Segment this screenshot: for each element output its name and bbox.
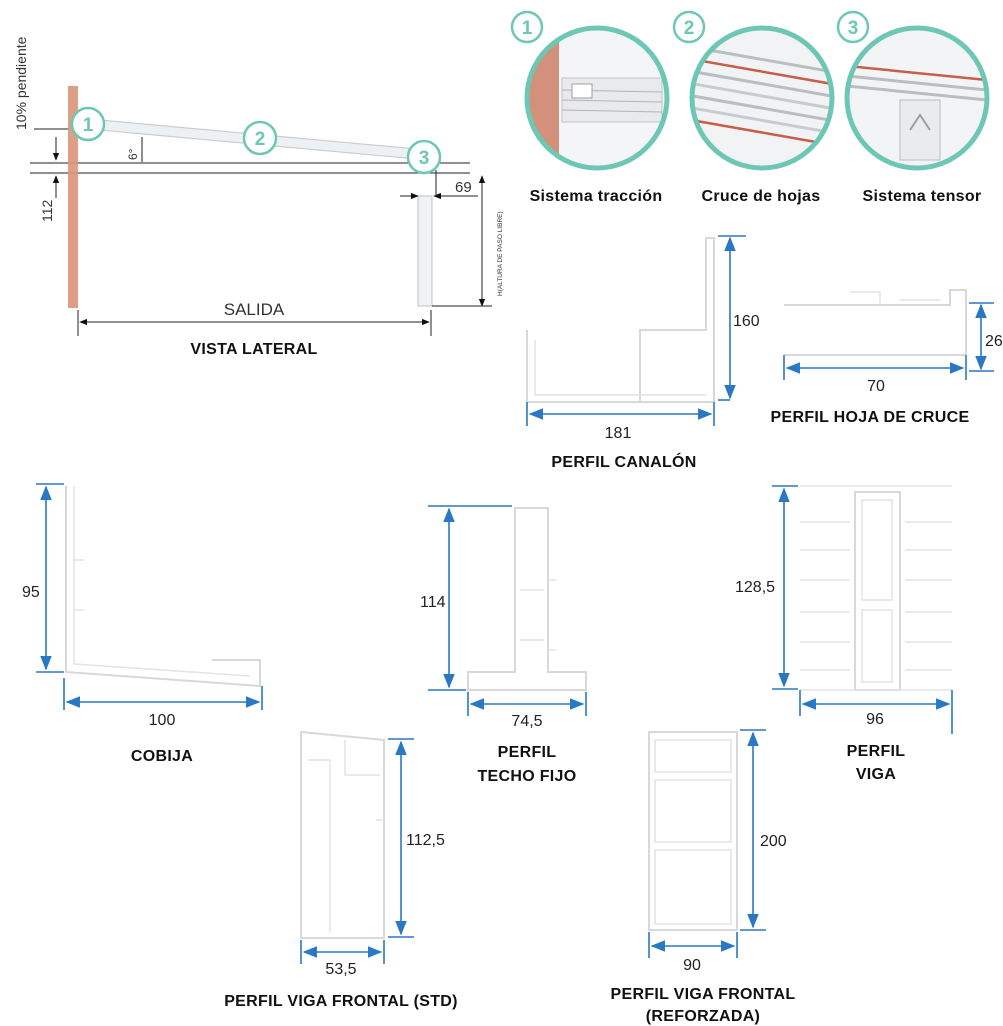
viga-frontal-ref-caption-2: (REFORZADA) (646, 1008, 760, 1025)
svg-text:1: 1 (83, 115, 94, 136)
slope-label: 10% pendiente (13, 36, 29, 130)
profile-hoja-cruce: 26 70 PERFIL HOJA DE CRUCE (771, 289, 1003, 426)
viga-caption-2: VIGA (856, 766, 896, 783)
profile-techo-fijo: 114 74,5 PERFIL TECHO FIJO (420, 505, 587, 785)
marker-2: 2 (242, 120, 278, 156)
clearance-label: H(ALTURA DE PASO LIBRE) (497, 211, 504, 296)
offset-label: 69 (455, 179, 472, 196)
profile-viga-frontal-ref: 200 90 PERFIL VIGA FRONTAL (REFORZADA) (611, 729, 796, 1025)
detail-photo-2 (689, 25, 835, 171)
viga-frontal-std-width: 53,5 (325, 961, 356, 978)
wall (68, 86, 78, 308)
projection-label: SALIDA (224, 300, 285, 319)
viga-frontal-std-height: 112,5 (406, 832, 445, 849)
detail-cruce: 2 Cruce de hojas (672, 10, 835, 205)
cobija-caption: COBIJA (131, 748, 193, 765)
canalon-width: 181 (605, 425, 632, 442)
viga-frontal-ref-height: 200 (760, 833, 787, 850)
hoja-cruce-height: 26 (985, 333, 1003, 350)
detail-photo-1 (524, 25, 670, 171)
profile-cobija: 95 100 COBIJA (22, 483, 263, 765)
profile-viga: 128,5 96 PERFIL VIGA (735, 485, 953, 783)
viga-width: 96 (866, 711, 884, 728)
profile-viga-frontal-std: 112,5 53,5 PERFIL VIGA FRONTAL (STD) (224, 730, 458, 1010)
marker-1: 1 (70, 106, 106, 142)
viga-height: 128,5 (735, 579, 775, 596)
canalon-caption: PERFIL CANALÓN (551, 452, 696, 471)
techo-fijo-width: 74,5 (511, 713, 542, 730)
hoja-cruce-width: 70 (867, 378, 885, 395)
viga-caption-1: PERFIL (847, 743, 906, 760)
detail-caption: Cruce de hojas (702, 188, 821, 205)
viga-frontal-ref-width: 90 (683, 957, 701, 974)
canalon-height: 160 (733, 313, 760, 330)
detail-caption: Sistema tracción (530, 188, 663, 205)
lateral-view: 10% pendiente 6° 112 69 H(ALTURA DE PASO… (13, 36, 504, 358)
detail-number: 2 (684, 18, 695, 39)
detail-photo-3 (844, 25, 990, 171)
profile-canalon: 160 181 PERFIL CANALÓN (526, 235, 760, 471)
techo-fijo-caption-2: TECHO FIJO (477, 768, 576, 785)
detail-number: 1 (522, 18, 533, 39)
angle-label: 6° (126, 148, 140, 160)
marker-3: 3 (406, 139, 442, 175)
detail-caption: Sistema tensor (863, 188, 982, 205)
viga-frontal-std-caption: PERFIL VIGA FRONTAL (STD) (224, 993, 458, 1010)
techo-fijo-height: 114 (420, 594, 446, 611)
svg-text:2: 2 (255, 129, 266, 150)
post (417, 195, 433, 307)
detail-number: 3 (848, 18, 859, 39)
height-label: 112 (39, 199, 55, 222)
hoja-cruce-caption: PERFIL HOJA DE CRUCE (771, 409, 970, 426)
svg-text:3: 3 (419, 148, 430, 169)
detail-tensor: 3 Sistema tensor (836, 10, 990, 205)
techo-fijo-caption-1: PERFIL (498, 744, 557, 761)
cobija-width: 100 (149, 712, 176, 729)
lateral-view-caption: VISTA LATERAL (190, 341, 317, 358)
detail-traccion: 1 Sistema tracción (510, 10, 670, 205)
cobija-height: 95 (22, 584, 40, 601)
viga-frontal-ref-caption-1: PERFIL VIGA FRONTAL (611, 986, 796, 1003)
